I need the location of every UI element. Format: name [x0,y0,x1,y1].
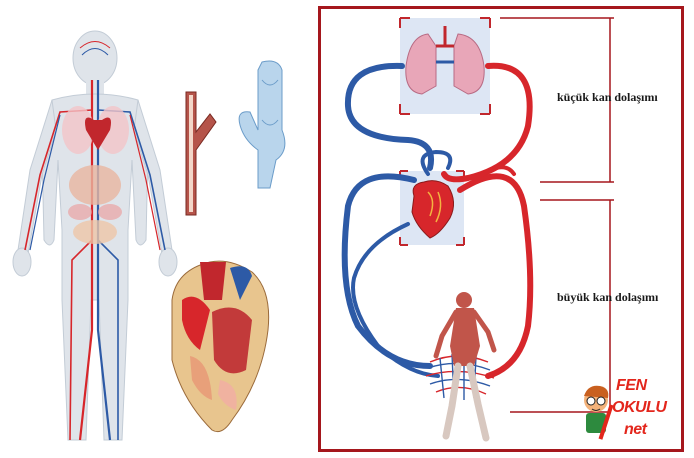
circuit-brackets [500,17,614,413]
pulmonary-circulation-label: küçük kan dolaşımı [557,90,658,104]
human-body-figure [12,30,178,441]
circulation-diagram [341,17,614,442]
heart-box [399,170,465,246]
lungs-box [399,17,491,115]
cartoon-student-icon [584,385,614,440]
vein-segment [238,60,286,189]
anatomy-illustrations [12,30,286,441]
logo-line-3: net [624,421,647,438]
pulmonary-circuit [344,62,533,183]
logo-line-2: OKULU [612,399,667,416]
artery-segment [185,91,217,216]
systemic-circulation-label: büyük kan dolaşımı [557,290,659,304]
human-figure [433,292,497,442]
anatomical-heart [171,260,270,433]
systemic-circuit [341,165,534,379]
circulation-diagram-frame [318,6,684,452]
logo-line-1: FEN [616,377,647,394]
fen-okulu-logo: FEN OKULU net [576,378,676,448]
